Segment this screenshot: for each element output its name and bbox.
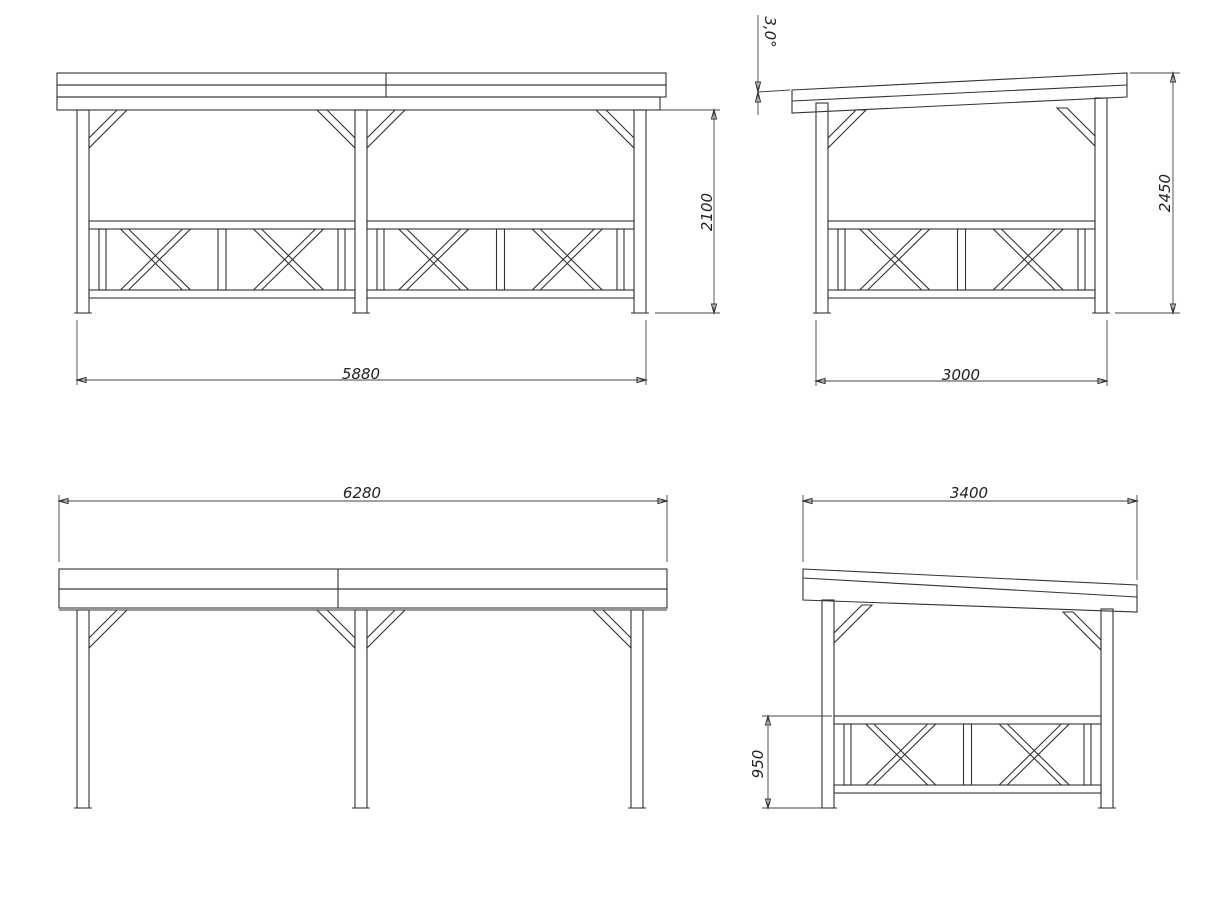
arrow-head [764, 713, 772, 726]
bottom-rail [827, 289, 1096, 299]
baluster [376, 228, 385, 291]
cross-brace [119, 228, 192, 291]
top-rail [366, 220, 635, 230]
post [633, 109, 647, 314]
cross-brace [397, 228, 471, 291]
knee-brace [315, 109, 356, 150]
arrow-head [813, 377, 826, 385]
baluster [843, 723, 852, 786]
bottom-rail [366, 289, 635, 299]
baluster [962, 723, 973, 786]
roof-board [58, 588, 668, 609]
post [76, 109, 90, 314]
front-elevation [56, 72, 667, 314]
knee-brace [88, 109, 129, 150]
cross-brace [530, 228, 604, 291]
knee-brace [1055, 107, 1096, 148]
dimensions [56, 15, 1180, 811]
dim-label-3000: 3000 [942, 366, 980, 384]
angle-label-3deg: 3,0° [761, 16, 779, 47]
cross-brace [397, 228, 471, 291]
dim-label-2450: 2450 [1156, 174, 1174, 212]
arrow-head [657, 497, 670, 505]
dim-label-950: 950 [749, 750, 767, 779]
roof-beam [56, 96, 661, 111]
post [354, 609, 368, 809]
cross-brace [252, 228, 325, 291]
baluster [217, 228, 227, 291]
cross-brace [991, 228, 1065, 291]
knee-brace [833, 604, 874, 645]
baluster [495, 228, 506, 291]
roof-board [56, 84, 667, 98]
post [354, 109, 368, 314]
roof-board [56, 72, 667, 86]
cross-brace [991, 228, 1065, 291]
cross-brace [997, 723, 1071, 786]
post [815, 102, 829, 314]
baluster [616, 228, 625, 291]
post [76, 609, 90, 809]
cross-brace [530, 228, 604, 291]
sloped-roof [791, 72, 1128, 114]
arrow-head [636, 376, 649, 384]
roof-edge-line [791, 84, 1128, 102]
arrow-head [710, 107, 718, 120]
bottom-rail [833, 784, 1102, 794]
baluster [1077, 228, 1086, 291]
post [821, 599, 835, 809]
post [630, 609, 644, 809]
extension-line [757, 89, 791, 93]
knee-brace [827, 109, 868, 150]
cross-brace [864, 723, 938, 786]
roof-edge-line [802, 577, 1138, 598]
arrow-head [754, 81, 762, 93]
baluster [956, 228, 967, 291]
knee-brace [366, 609, 407, 650]
cross-brace [119, 228, 192, 291]
arrow-head [74, 376, 87, 384]
knee-brace [88, 609, 129, 650]
dim-label-2100: 2100 [698, 193, 716, 231]
post [1094, 97, 1108, 314]
baluster [98, 228, 107, 291]
arrow-head [1127, 497, 1140, 505]
cross-brace [858, 228, 932, 291]
arrow-head [56, 497, 69, 505]
bottom-rail [88, 289, 356, 299]
post [1100, 608, 1114, 809]
cross-brace [997, 723, 1071, 786]
arrow-head [800, 497, 813, 505]
dim-label-3400: 3400 [950, 484, 988, 502]
arrow-head [764, 798, 772, 811]
front-elevation-without-railing [58, 568, 668, 809]
arrow-head [1097, 377, 1110, 385]
cross-brace [864, 723, 938, 786]
baluster [837, 228, 846, 291]
baluster [1083, 723, 1092, 786]
knee-brace [366, 109, 407, 150]
knee-brace [594, 109, 635, 150]
sloped-roof [802, 568, 1138, 613]
side-elevation [791, 72, 1128, 314]
arrow-head [1169, 70, 1177, 83]
dim-label-6280: 6280 [343, 484, 381, 502]
arrow-head [1169, 303, 1177, 316]
baluster [337, 228, 346, 291]
arrow-head [710, 303, 718, 316]
cross-brace [252, 228, 325, 291]
top-rail [833, 715, 1102, 725]
dim-label-5880: 5880 [342, 365, 380, 383]
roof-board [58, 568, 668, 590]
top-rail [827, 220, 1096, 230]
knee-brace [591, 609, 632, 650]
arrow-head [754, 91, 762, 103]
cross-brace [858, 228, 932, 291]
knee-brace [315, 609, 356, 650]
side-elevation-with-railing [802, 568, 1138, 809]
top-rail [88, 220, 356, 230]
knee-brace [1061, 611, 1102, 652]
